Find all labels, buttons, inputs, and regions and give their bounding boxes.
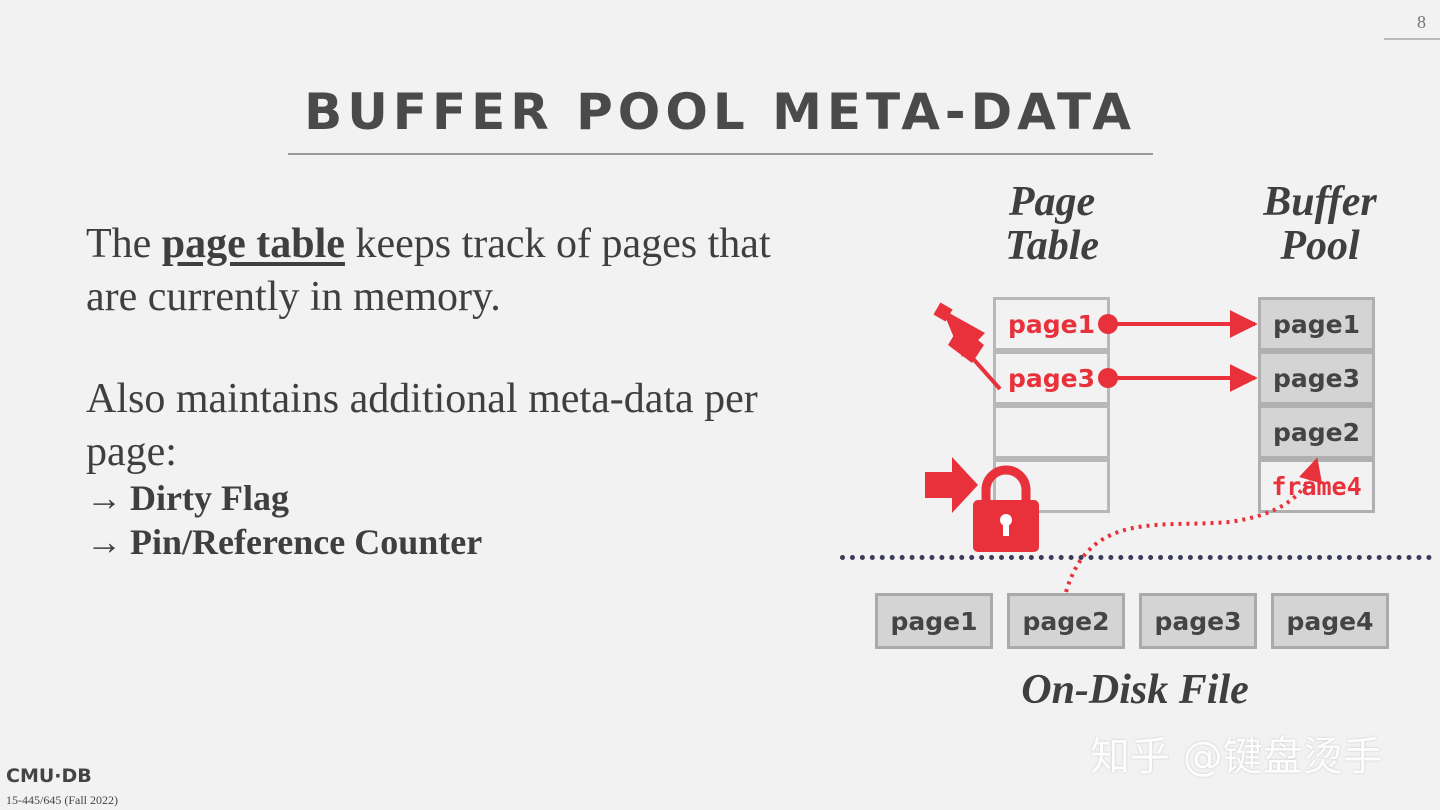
- buffer-pool-frame-free: frame4: [1258, 459, 1375, 513]
- page-table-slot: [993, 405, 1110, 459]
- slide-number: 8: [1417, 12, 1426, 32]
- memory-disk-divider: [840, 555, 1432, 560]
- disk-page: page1: [875, 593, 993, 649]
- arrow-right-icon: [925, 457, 978, 513]
- mapping-arrow-page1: [1098, 310, 1258, 338]
- disk-page: page2: [1007, 593, 1125, 649]
- page-table-slot: [993, 459, 1110, 513]
- bullet-text: Pin/Reference Counter: [130, 522, 483, 562]
- bullet-dirty-flag: →Dirty Flag: [86, 476, 289, 520]
- keyword-page-table: page table: [161, 221, 345, 267]
- buffer-pool-frame: page1: [1258, 297, 1375, 351]
- buffer-pool-header-line2: Pool: [1280, 223, 1360, 269]
- page-table-header-line2: Table: [1004, 223, 1100, 269]
- paragraph1-before: The: [86, 221, 162, 267]
- paragraph-page-table: The page table keeps track of pages that…: [86, 218, 806, 324]
- paragraph-meta-data: Also maintains additional meta-data per …: [86, 376, 758, 475]
- page-table-header: Page Table: [968, 180, 1136, 268]
- page-table-slot: page1: [993, 297, 1110, 351]
- watermark: 知乎 @键盘烫手: [1090, 734, 1383, 780]
- disk-page: page4: [1271, 593, 1389, 649]
- course-label: 15-445/645 (Fall 2022): [6, 793, 118, 807]
- on-disk-file-label: On-Disk File: [1021, 667, 1249, 713]
- page-table-header-line1: Page: [1008, 179, 1096, 225]
- buffer-pool-header-line1: Buffer: [1263, 179, 1377, 225]
- corner-line: [1384, 38, 1440, 40]
- bullet-arrow: →: [86, 522, 122, 562]
- bullet-text: Dirty Flag: [130, 478, 289, 518]
- disk-page: page3: [1139, 593, 1257, 649]
- buffer-pool-frame: page3: [1258, 351, 1375, 405]
- paragraph1-after: keeps track of pages that are currently …: [86, 221, 771, 320]
- title-rule: [288, 153, 1153, 155]
- bullet-arrow: →: [86, 478, 122, 518]
- buffer-pool-header: Buffer Pool: [1236, 180, 1404, 268]
- bullet-pin-counter: →Pin/Reference Counter: [86, 520, 482, 564]
- buffer-pool-frame: page2: [1258, 405, 1375, 459]
- pushpin-icon: [933, 302, 1002, 391]
- cmu-db-logo: CMU·DB: [6, 765, 92, 787]
- page-table-slot: page3: [993, 351, 1110, 405]
- mapping-arrow-page3: [1098, 364, 1258, 392]
- slide-title: BUFFER POOL META-DATA: [304, 83, 1136, 141]
